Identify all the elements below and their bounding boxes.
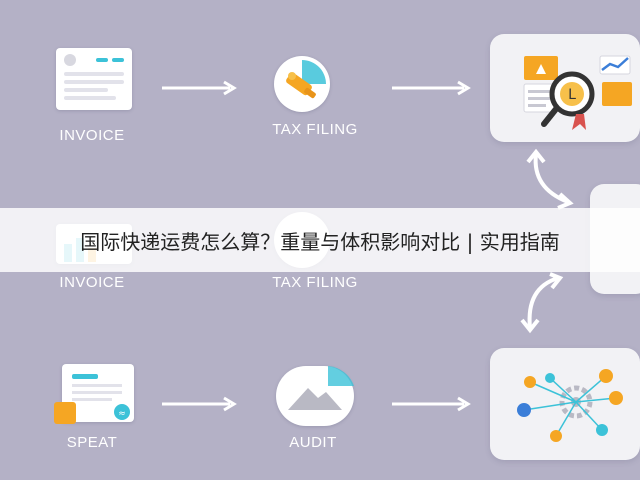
mountain-image-icon (276, 366, 354, 426)
invoice-mid-label: INVOICE (59, 274, 125, 291)
title-banner: 国际快递运费怎么算？重量与体积影响对比 | 实用指南 (0, 208, 640, 272)
arrow-right-icon (162, 396, 237, 412)
tax-filing-top-label: TAX FILING (272, 121, 358, 138)
gear-network-icon (517, 369, 623, 442)
magnifier-analysis-icon: L (523, 55, 632, 130)
invoice-document-icon (56, 48, 132, 110)
speat-label: SPEAT (66, 434, 118, 451)
audit-label: AUDIT (289, 434, 337, 451)
invoice-top-step (50, 48, 140, 118)
invoice-top-label: INVOICE (59, 127, 125, 144)
svg-text:≈: ≈ (118, 409, 126, 419)
arrow-right-icon (392, 396, 471, 412)
svg-text:L: L (568, 87, 576, 103)
network-card (490, 348, 640, 460)
tax-filing-mid-label: TAX FILING (272, 274, 358, 291)
arrow-right-icon (162, 80, 237, 96)
tax-filing-stamp-icon (274, 56, 330, 112)
analysis-card: L (490, 34, 640, 142)
arrow-right-icon (392, 80, 471, 96)
speat-step: ≈ (50, 362, 140, 428)
arrow-bidirectional-icon (526, 148, 574, 210)
arrow-bidirectional-icon (520, 272, 564, 334)
speat-folder-accent (54, 402, 76, 424)
banner-title: 国际快递运费怎么算？重量与体积影响对比 | 实用指南 (80, 229, 560, 254)
